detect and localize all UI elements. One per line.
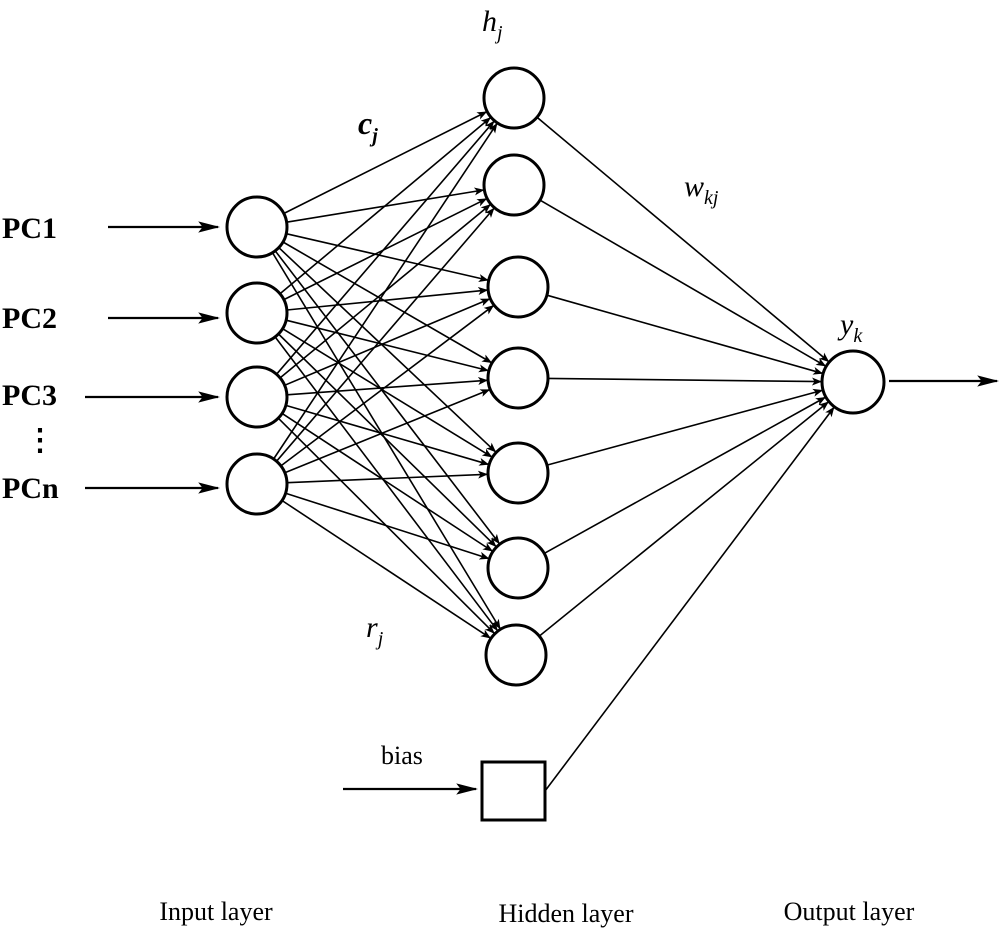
edge-input-1-hidden-7 [271, 252, 501, 630]
connection-edges [271, 111, 835, 792]
edge-input-2-hidden-1 [279, 117, 491, 295]
input-node-3 [225, 365, 289, 429]
weight-label-c: cj [358, 105, 378, 147]
input-arrows [85, 221, 1000, 795]
edge-hidden-4-output [547, 377, 822, 386]
edge-input-3-hidden-4 [286, 376, 489, 396]
weight-label-r: rj [366, 611, 384, 650]
edge-input-2-hidden-4 [285, 319, 489, 373]
hidden-node-4 [486, 346, 550, 410]
edge-input-4-hidden-1 [272, 122, 498, 460]
edge-input-3-hidden-3 [284, 298, 491, 387]
output-layer-label: Output layer [784, 897, 915, 926]
edge-input-4-hidden-3 [280, 305, 495, 467]
bias-node [480, 760, 547, 822]
input-label-pc1: PC1 [2, 212, 57, 245]
hidden-node-label: hj [482, 5, 503, 44]
input-ellipsis: ⋮ [25, 424, 55, 457]
edge-input-4-hidden-4 [284, 388, 491, 474]
input-layer-nodes [225, 195, 289, 516]
input-node-4 [225, 452, 289, 516]
hidden-node-5 [486, 441, 550, 505]
edge-input-2-hidden-5 [282, 328, 493, 458]
edge-hidden-7-output [538, 401, 829, 637]
edge-input-2-hidden-6 [277, 333, 497, 547]
edge-input-1-hidden-3 [286, 232, 489, 282]
edge-input-3-hidden-6 [281, 412, 493, 552]
input-node-2 [225, 281, 289, 345]
input-label-pc3: PC3 [2, 379, 57, 412]
bias-label: bias [381, 741, 423, 770]
input-label-pc2: PC2 [2, 302, 57, 335]
edge-input-2-hidden-2 [283, 198, 488, 301]
edge-input-4-hidden-2 [275, 207, 495, 462]
edge-hidden-1-output [536, 116, 830, 363]
edge-input-4-hidden-6 [285, 492, 490, 560]
edge-input-3-hidden-5 [285, 404, 490, 466]
edge-input-1-hidden-1 [283, 111, 488, 215]
hidden-layer-nodes [482, 66, 550, 687]
hidden-node-6 [486, 536, 550, 600]
edge-input-4-hidden-7 [281, 499, 491, 639]
input-label-pcn: PCn [2, 472, 59, 505]
hidden-node-1 [482, 66, 546, 130]
edge-input-1-hidden-5 [278, 247, 497, 453]
edge-bias-output [544, 406, 835, 792]
edge-hidden-6-output [543, 396, 826, 555]
input-layer-label: Input layer [159, 897, 273, 926]
input-labels: PC1 PC2 PC3 ⋮ PCn [2, 212, 59, 505]
edge-hidden-3-output [546, 294, 824, 375]
input-node-1 [225, 195, 289, 259]
hidden-node-7 [484, 623, 548, 687]
edge-hidden-5-output [546, 388, 824, 466]
edge-input-2-hidden-3 [286, 287, 489, 311]
edge-input-4-hidden-5 [286, 470, 488, 484]
hidden-layer-label: Hidden layer [498, 899, 633, 928]
weight-label-w: wkj [684, 170, 719, 209]
hidden-node-2 [482, 153, 546, 217]
edge-input-2-hidden-7 [274, 336, 498, 632]
edge-input-3-hidden-1 [275, 120, 495, 375]
output-node [820, 349, 886, 415]
edge-hidden-2-output [539, 199, 827, 367]
output-node-label: yk [837, 308, 863, 347]
edge-input-1-hidden-6 [274, 250, 500, 545]
hidden-node-3 [486, 255, 550, 319]
